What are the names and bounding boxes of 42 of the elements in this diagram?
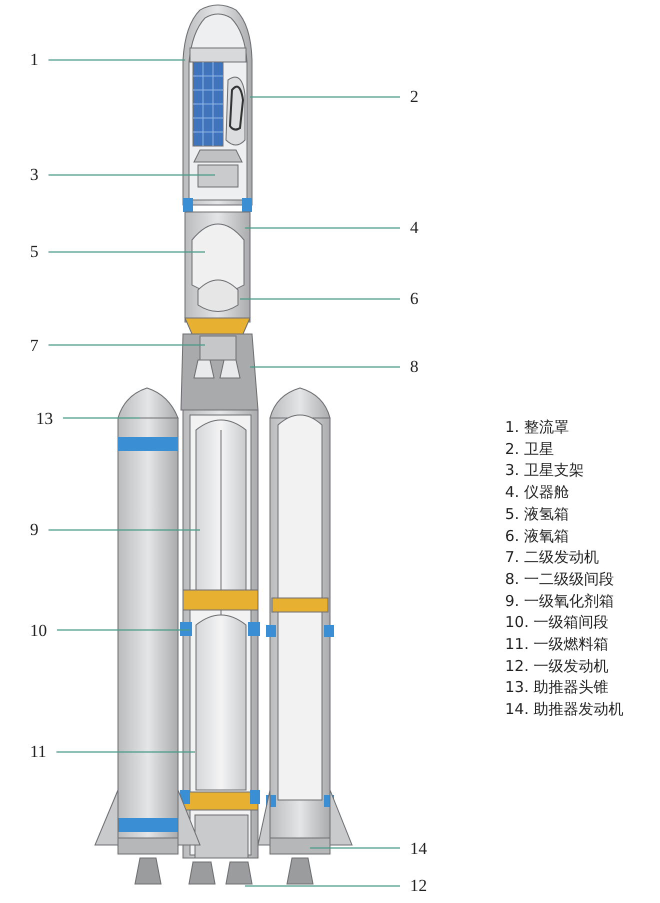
callout-number: 14: [410, 839, 427, 859]
leader-line: [48, 251, 205, 253]
callout-number: 12: [410, 876, 427, 896]
callout-number: 6: [410, 289, 418, 309]
part-list-entry: 10. 一级箱间段: [505, 613, 609, 632]
part-list-entry: 8. 一二级级间段: [505, 570, 614, 588]
callout-number: 11: [30, 742, 46, 762]
part-list-entry: 4. 仪器舱: [505, 483, 570, 502]
part-list-entry: 9. 一级氧化剂箱: [505, 592, 614, 610]
leader-line: [250, 96, 400, 98]
leader-line: [48, 529, 200, 531]
leader-line: [56, 751, 195, 753]
part-list-entry: 14. 助推器发动机: [505, 700, 624, 718]
callout-number: 7: [30, 336, 38, 356]
leader-line: [48, 174, 215, 176]
part-list-entry: 7. 二级发动机: [505, 548, 600, 566]
leader-line: [63, 417, 140, 419]
leader-line: [48, 59, 185, 61]
leader-line: [245, 227, 400, 229]
callout-number: 1: [30, 50, 38, 70]
part-list-entry: 5. 液氢箱: [505, 504, 570, 523]
part-list-entry: 6. 液氧箱: [505, 526, 570, 544]
part-list-entry: 11. 一级燃料箱: [505, 635, 609, 653]
callout-number: 13: [36, 409, 53, 429]
callout-number: 8: [410, 357, 418, 377]
part-list-entry: 12. 一级发动机: [505, 656, 609, 675]
callout-number: 3: [30, 165, 38, 185]
leader-line: [57, 629, 190, 631]
part-list-entry: 2. 卫星: [505, 440, 554, 458]
leader-line: [250, 366, 400, 368]
callout-number: 4: [410, 218, 418, 238]
leader-line: [245, 885, 400, 887]
part-list-entry: 1. 整流罩: [505, 418, 570, 436]
leader-line: [240, 298, 400, 300]
callout-number: 9: [30, 520, 38, 540]
part-list-entry: 3. 卫星支架: [505, 461, 584, 480]
callout-number: 10: [30, 621, 47, 641]
leader-line: [310, 847, 400, 849]
leader-line: [48, 344, 205, 346]
callout-number: 2: [410, 87, 418, 107]
part-list-entry: 13. 助推器头锥: [505, 678, 609, 696]
callout-number: 5: [30, 242, 38, 262]
